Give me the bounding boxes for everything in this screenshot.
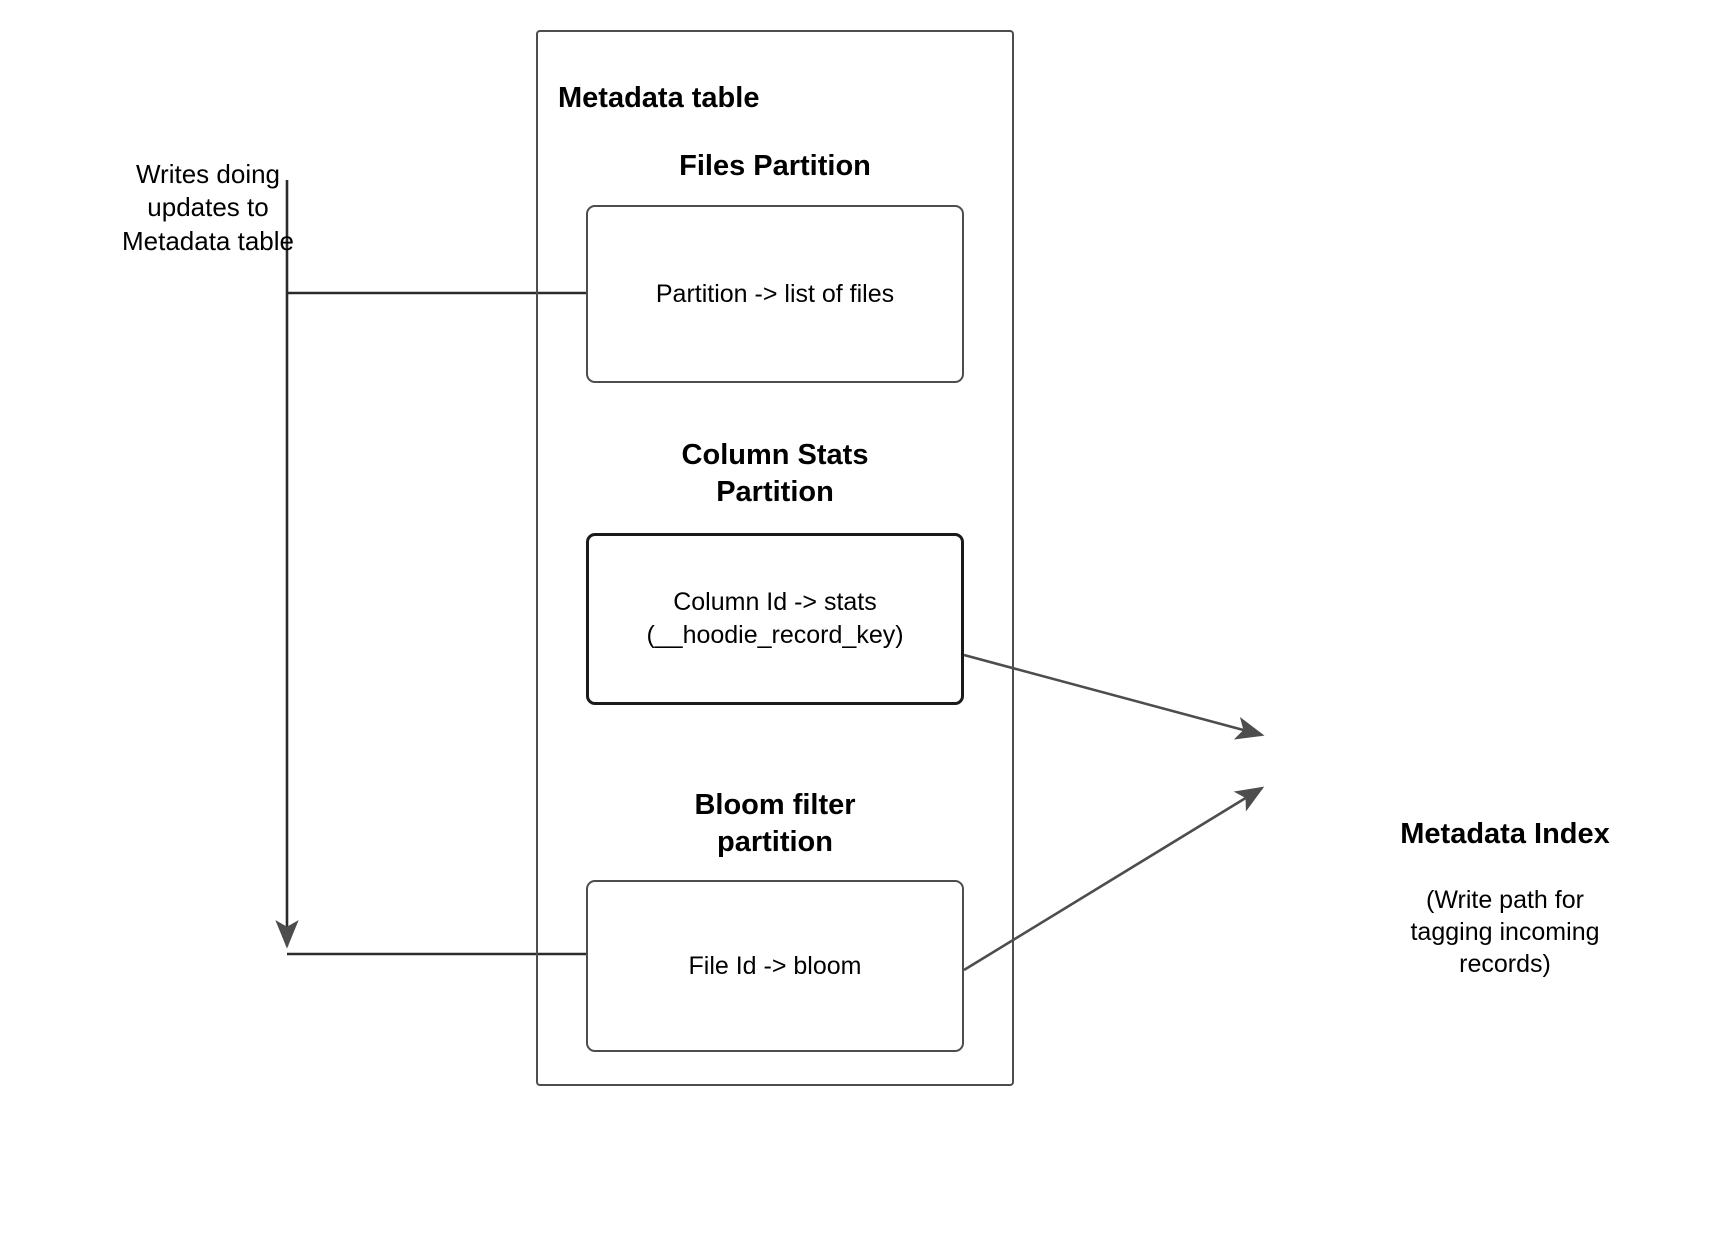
- column-stats-partition-heading: Column Stats Partition: [681, 439, 869, 509]
- metadata-index-note: (Write path for tagging incoming records…: [1410, 886, 1600, 978]
- bloom-filter-partition-box: File Id -> bloom: [586, 880, 964, 1052]
- files-partition-heading: Files Partition: [679, 150, 871, 182]
- files-partition-box-text: Partition -> list of files: [655, 279, 895, 308]
- bloom-filter-partition-heading: Bloom filter partition: [694, 789, 856, 859]
- metadata-table-container: [536, 30, 1014, 1086]
- files-partition-box: Partition -> list of files: [586, 205, 964, 383]
- metadata-table-title: Metadata table: [558, 82, 760, 114]
- writes-updates-label: Writes doing updates to Metadata table: [121, 159, 294, 256]
- metadata-index-title: Metadata Index: [1400, 818, 1610, 850]
- column-stats-partition-box: Column Id -> stats (__hoodie_record_key): [586, 533, 964, 705]
- bloom-filter-partition-box-text: File Id -> bloom: [688, 951, 862, 980]
- column-stats-partition-box-text: Column Id -> stats (__hoodie_record_key): [646, 588, 904, 649]
